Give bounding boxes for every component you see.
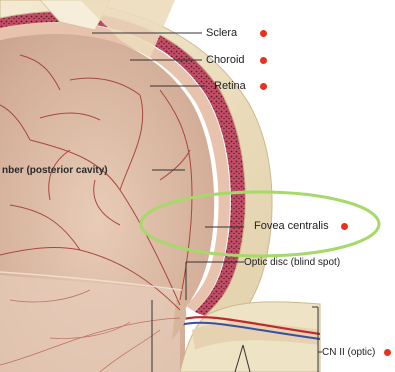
fovea-centralis-label: Fovea centralis — [254, 220, 329, 233]
marker-dot — [384, 349, 391, 356]
sclera-label: Sclera — [206, 27, 237, 40]
posterior-chamber-label: nber (posterior cavity) — [2, 164, 108, 177]
marker-dot — [260, 83, 267, 90]
optic-disc-label: Optic disc (blind spot) — [244, 256, 340, 269]
optic-nerve-label: CN II (optic) — [322, 346, 375, 359]
lower-vitreous — [0, 275, 180, 372]
marker-dot — [260, 30, 267, 37]
marker-dot — [260, 57, 267, 64]
marker-dot — [341, 223, 348, 230]
choroid-label: Choroid — [206, 54, 245, 67]
retina-label: Retina — [214, 80, 246, 93]
